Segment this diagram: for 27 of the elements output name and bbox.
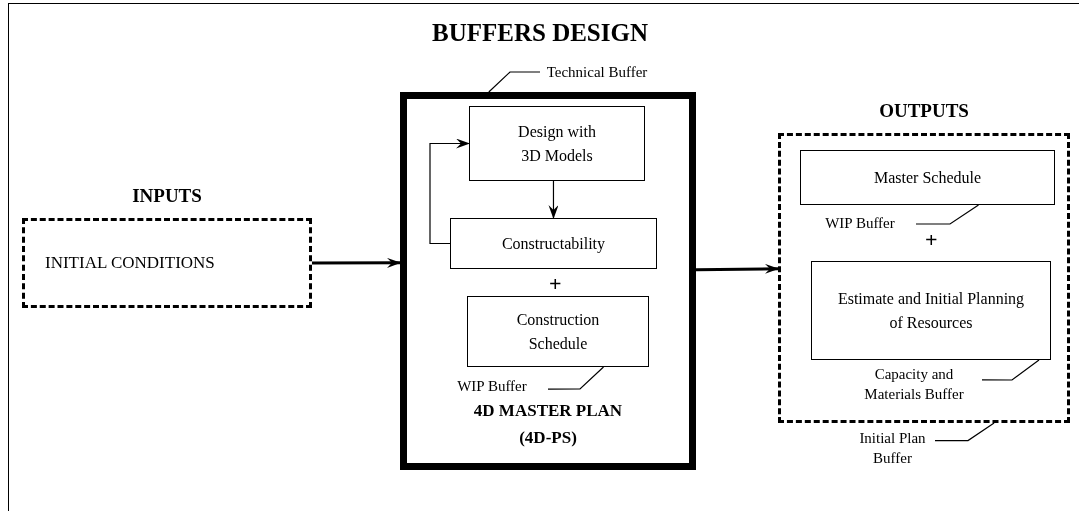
process-box: Design with 3D Models <box>469 106 645 181</box>
buffer-label: WIP Buffer <box>804 213 916 235</box>
arrow <box>429 138 470 245</box>
master-plan-frame <box>400 92 696 470</box>
leader-line <box>488 71 541 93</box>
process-box: Master Schedule <box>800 150 1055 205</box>
section-heading: OUTPUTS <box>878 101 970 120</box>
plus-sign: + <box>549 273 562 295</box>
buffer-label: Technical Buffer <box>540 62 654 82</box>
buffer-label: Capacity and Materials Buffer <box>846 364 982 406</box>
leader-line <box>547 366 605 390</box>
process-box: Constructability <box>450 218 657 269</box>
process-box: Construction Schedule <box>467 296 649 367</box>
arrow <box>696 263 779 274</box>
plus-sign: + <box>925 229 938 251</box>
buffer-label: WIP Buffer <box>436 376 548 398</box>
leader-line <box>981 359 1040 381</box>
diagram-title: BUFFERS DESIGN <box>431 20 649 45</box>
dashed-frame: INITIAL CONDITIONS <box>22 218 312 308</box>
section-heading: INPUTS <box>131 186 203 205</box>
arrow <box>312 257 401 268</box>
leader-line <box>915 204 980 225</box>
buffer-label: Initial Plan Buffer <box>850 428 935 470</box>
frame-caption: 4D MASTER PLAN (4D-PS) <box>472 400 624 449</box>
process-box: Estimate and Initial Planning of Resources <box>811 261 1051 360</box>
leader-line <box>934 422 995 442</box>
arrow <box>548 180 559 219</box>
